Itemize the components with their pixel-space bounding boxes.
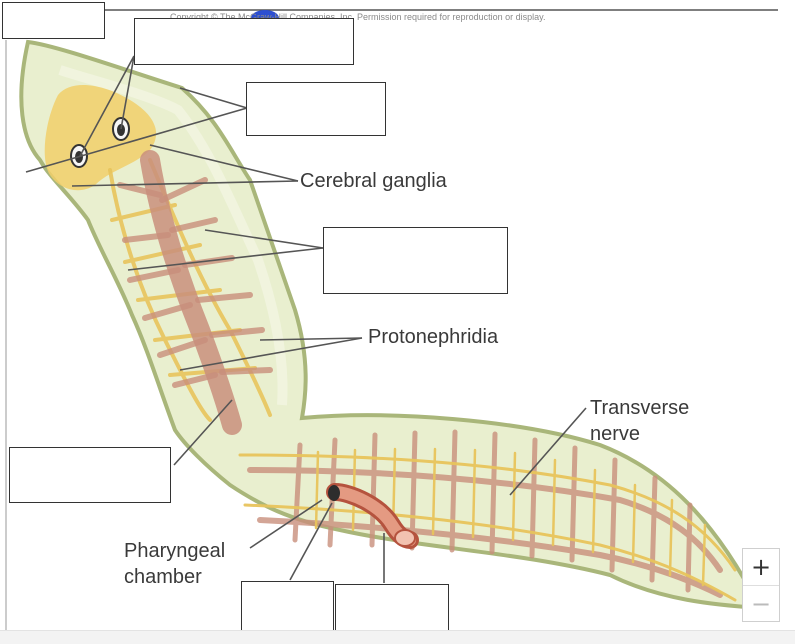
zoom-in-button[interactable]: +	[750, 553, 772, 581]
label-chamber: chamber	[124, 566, 202, 588]
answer-box-7[interactable]	[335, 584, 449, 631]
leader-lines	[25, 55, 587, 583]
copyright-text: Copyright © The McGraw-Hill Companies, I…	[170, 12, 546, 22]
gut-anterior	[117, 150, 273, 435]
answer-box-1[interactable]	[2, 2, 105, 39]
label-nerve: nerve	[590, 423, 641, 445]
label-cerebral-ganglia: Cerebral ganglia	[300, 170, 447, 192]
label-protonephridia: Protonephridia	[368, 326, 499, 348]
label-transverse: Transverse	[590, 397, 690, 419]
zoom-out-button[interactable]: −	[743, 585, 779, 622]
zoom-control: + −	[742, 548, 780, 622]
answer-box-5[interactable]	[9, 447, 171, 503]
answer-box-3[interactable]	[246, 82, 386, 136]
answer-box-4[interactable]	[323, 227, 508, 294]
pharynx	[326, 483, 419, 549]
label-pharyngeal: Pharyngeal	[124, 540, 226, 562]
answer-box-2[interactable]	[134, 18, 354, 65]
bottom-scroll-bar[interactable]	[0, 630, 795, 644]
